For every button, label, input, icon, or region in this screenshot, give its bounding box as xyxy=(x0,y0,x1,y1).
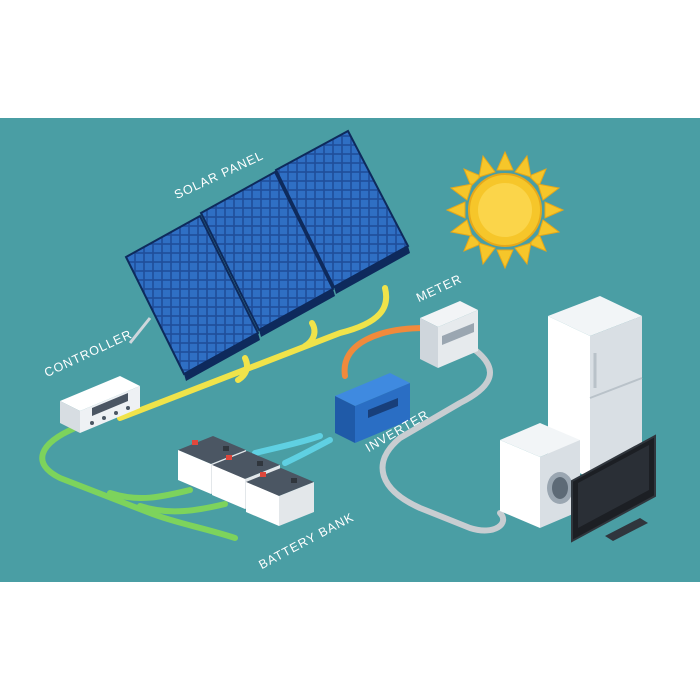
inverter-icon xyxy=(335,373,410,443)
wire-battery-branch-1 xyxy=(107,487,193,501)
wire-meter-to-loads xyxy=(379,337,507,534)
washing-machine-icon xyxy=(500,423,580,528)
sun-icon xyxy=(445,150,565,270)
wire-inverter-to-meter xyxy=(341,325,428,379)
wires xyxy=(39,285,507,541)
wire-panel-drop-1 xyxy=(235,355,250,383)
wire-panel-drop-2 xyxy=(302,320,318,349)
solar-panel-icon xyxy=(124,129,410,381)
controller-icon xyxy=(60,376,140,433)
wire-battery-branch-2 xyxy=(137,501,228,515)
solar-system-diagram: SOLAR PANEL CONTROLLER METER INVERTER BA… xyxy=(0,118,700,582)
meter-icon xyxy=(420,301,478,368)
wire-controller-to-battery xyxy=(39,425,238,541)
diagram-artwork xyxy=(39,129,656,543)
tv-icon xyxy=(571,434,656,543)
battery-icon xyxy=(178,436,314,526)
wire-battery-to-inverter xyxy=(252,433,323,456)
wire-panel-to-controller xyxy=(117,285,390,421)
wire-battery-to-inverter-2 xyxy=(282,437,333,466)
